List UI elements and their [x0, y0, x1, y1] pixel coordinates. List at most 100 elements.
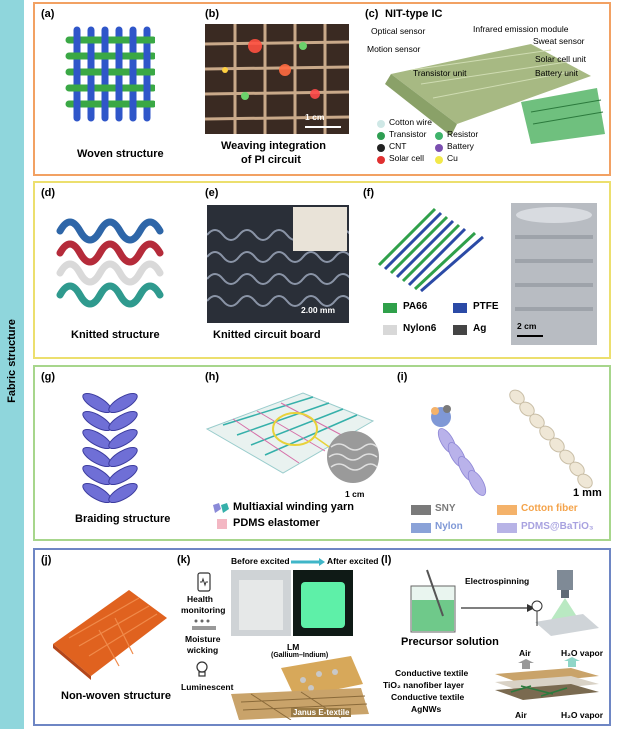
legend-swatch: [453, 325, 467, 335]
legend-f-label: Nylon6: [403, 323, 437, 334]
label-f: (f): [363, 187, 374, 199]
legend-c-label: Cu: [447, 153, 458, 163]
panel-nonwoven: (j) Non-woven structure (k) Before excit…: [33, 548, 611, 726]
legend-c-label: Solar cell: [389, 153, 424, 163]
sidebar: Fabric structure: [0, 0, 24, 729]
label-e: (e): [205, 187, 219, 199]
knitted-structure-illustration: [56, 218, 164, 308]
before-excited-photo: [231, 570, 291, 636]
moisture-label-1: Moisture: [185, 634, 221, 644]
health-label-2: monitoring: [181, 605, 226, 615]
legend-dot: [377, 120, 385, 128]
janus-label: Janus E-textile: [291, 708, 352, 717]
scale-f: 2 cm: [517, 321, 537, 331]
scalebar-b: [305, 126, 341, 128]
woven-structure-illustration: [65, 24, 155, 124]
electrospinning-label: Electrospinning: [465, 576, 530, 586]
precursor-label: Precursor solution: [401, 636, 499, 648]
legend-i-label: Cotton fiber: [521, 503, 578, 514]
legend-dot: [377, 144, 385, 152]
scale-b: 1 cm: [305, 112, 325, 122]
before-excited: Before excited: [231, 556, 290, 566]
after-excited-photo: [293, 570, 353, 636]
legend-dot: [377, 132, 385, 140]
knitted-inset-photo: [293, 207, 347, 251]
moisture-label-2: wicking: [187, 645, 219, 655]
layered-textile-illustration: [495, 657, 599, 700]
lm-label: LM: [287, 642, 300, 652]
caption-e: Knitted circuit board: [213, 329, 321, 341]
callout-optical-sensor: Optical sensor: [371, 26, 426, 36]
h2o-bottom-label: H₂O vapor: [561, 710, 604, 720]
legend-swatch: [411, 505, 431, 515]
legend-dot: [435, 132, 443, 140]
legend-i-label: PDMS@BaTiO₃: [521, 521, 594, 532]
knitted-circuit-photo: 2.00 mm: [207, 205, 349, 323]
callout-infrared-module: Infrared emission module: [473, 24, 569, 34]
arrow-right-icon: [291, 558, 325, 566]
legend-i-label: SNY: [435, 503, 456, 514]
electrospinning-illustration: [410, 569, 599, 636]
scale-e: 2.00 mm: [301, 305, 336, 315]
legend-c-label: Battery: [447, 141, 474, 151]
caption-b-line2: of PI circuit: [241, 154, 301, 166]
braiding-structure-illustration: [82, 392, 138, 504]
caption-g: Braiding structure: [75, 513, 171, 525]
legend-swatch: [497, 505, 517, 515]
air-bottom-label: Air: [515, 710, 527, 720]
callout-motion-sensor: Motion sensor: [367, 44, 421, 54]
after-excited: After excited: [327, 556, 379, 566]
legend-h-yarn: Multiaxial winding yarn: [233, 501, 355, 513]
air-top-label: Air: [519, 648, 531, 658]
legend-i-label: Nylon: [435, 521, 463, 532]
legend-h-pdms: PDMS elastomer: [233, 517, 320, 529]
legend-swatch: [383, 325, 397, 335]
phone-icon: [197, 572, 211, 592]
panel-braiding: (g) Braiding structure (h) 1 cm Multiaxi…: [33, 365, 611, 541]
scalebar-f: [517, 335, 543, 337]
legend-f-label: PA66: [403, 301, 428, 312]
scale-h: 1 cm: [345, 489, 365, 499]
caption-a: Woven structure: [77, 148, 164, 160]
layer-label-1: Conductive textile: [395, 668, 469, 678]
legend-swatch: [453, 303, 467, 313]
label-k: (k): [177, 554, 191, 566]
braided-yarn-illustration: [431, 405, 487, 496]
legend-swatch: [383, 303, 397, 313]
nit-textile-illustration: [385, 44, 605, 144]
label-b: (b): [205, 8, 220, 20]
label-d: (d): [41, 187, 56, 199]
multiaxial-yarn-illustration: [205, 392, 379, 483]
caption-b-line1: Weaving integration: [221, 140, 326, 152]
callout-solar-cell-unit: Solar cell unit: [535, 54, 587, 64]
lm-sublabel: (Gallium–Indium): [271, 652, 329, 659]
cotton-yarn-photo: [509, 389, 593, 489]
pi-circuit-photo: 1 cm: [205, 24, 349, 134]
callout-sweat-sensor: Sweat sensor: [533, 36, 585, 46]
scale-i: 1 mm: [573, 487, 602, 499]
legend-c-label: Cotton wire: [389, 117, 432, 127]
label-g: (g): [41, 371, 56, 383]
callout-battery-unit: Battery unit: [535, 68, 578, 78]
caption-j: Non-woven structure: [61, 690, 172, 702]
lightbulb-icon: [196, 661, 208, 677]
legend-dot: [435, 144, 443, 152]
panel-knitted: (d) Knitted structure (e) 2.00 mm Knitte…: [33, 181, 611, 359]
multiaxial-yarn-icon: [213, 503, 229, 513]
yarn-illustration: [377, 207, 484, 293]
h2o-top-label: H₂O vapor: [561, 648, 604, 658]
legend-swatch: [497, 523, 517, 533]
layer-label-2: TiO₂ nanofiber layer: [383, 680, 465, 690]
nit-title: NIT-type IC: [385, 8, 443, 20]
legend-swatch: [411, 523, 431, 533]
layer-label-3: Conductive textile: [391, 692, 465, 702]
label-j: (j): [41, 554, 52, 566]
label-i: (i): [397, 371, 408, 383]
pdms-icon: [217, 519, 227, 529]
knitted-sleeve-photo: 2 cm: [511, 203, 597, 345]
legend-f-label: Ag: [473, 323, 487, 334]
label-l: (l): [381, 554, 392, 566]
label-h: (h): [205, 371, 220, 383]
label-c: (c): [365, 8, 379, 20]
caption-d: Knitted structure: [71, 329, 160, 341]
